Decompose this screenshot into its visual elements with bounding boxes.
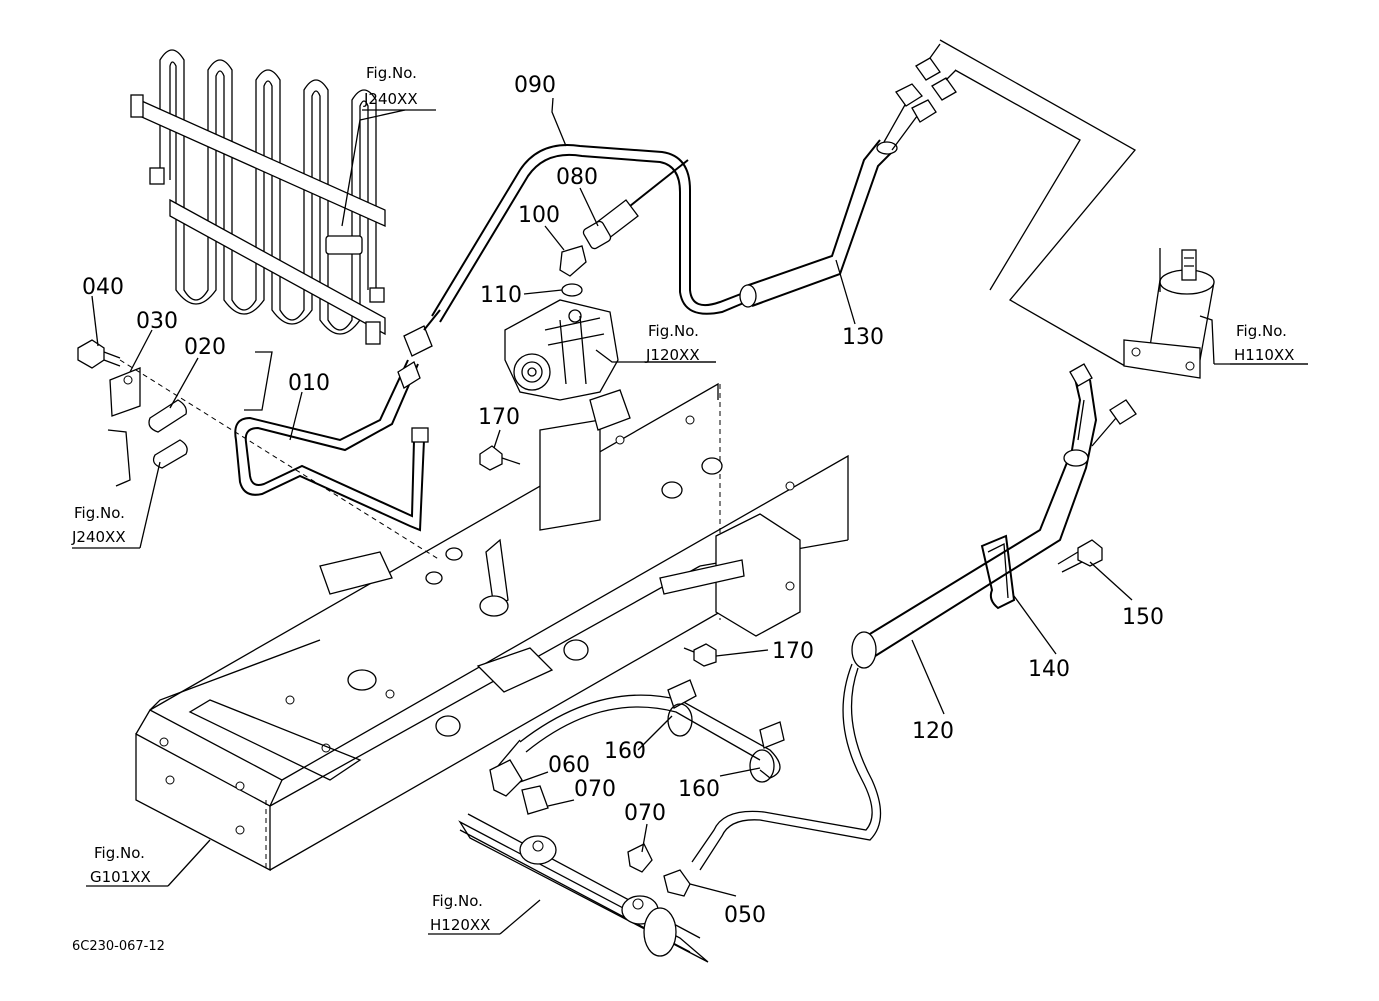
callout-120: 120 xyxy=(912,719,954,744)
callout-010: 010 xyxy=(288,371,330,396)
fig-ref-h110-prefix: Fig.No. xyxy=(1236,322,1287,340)
callout-070b: 070 xyxy=(624,801,666,826)
fig-ref-j240-top-code: J240XX xyxy=(363,90,418,108)
motor-assembly xyxy=(1123,248,1215,379)
callout-040: 040 xyxy=(82,275,124,300)
pump-assembly xyxy=(504,299,619,401)
fig-ref-h120-code: H120XX xyxy=(430,916,490,934)
fig-ref-j120-prefix: Fig.No. xyxy=(648,322,699,340)
callout-020: 020 xyxy=(184,335,226,360)
callout-140: 140 xyxy=(1028,657,1070,682)
callout-110: 110 xyxy=(480,283,522,308)
hose-160 xyxy=(519,679,785,783)
callout-160b: 160 xyxy=(678,777,720,802)
callout-160a: 160 xyxy=(604,739,646,764)
frame-assembly xyxy=(135,382,849,872)
leader-lines xyxy=(72,97,1308,935)
pipe-010 xyxy=(234,309,441,532)
figure-references: Fig.No. J240XX Fig.No. J240XX Fig.No. J1… xyxy=(71,64,1294,934)
callout-050: 050 xyxy=(724,903,766,928)
hose-130 xyxy=(739,43,957,308)
fig-ref-h110-code: H110XX xyxy=(1234,346,1294,364)
callout-060: 060 xyxy=(548,753,590,778)
clamp-140 xyxy=(980,534,1016,610)
reference-box xyxy=(939,39,1136,367)
callout-170a: 170 xyxy=(478,405,520,430)
condenser-assembly xyxy=(130,49,386,345)
callout-080: 080 xyxy=(556,165,598,190)
hose-050 xyxy=(627,663,882,897)
fig-ref-j120-code: J120XX xyxy=(645,346,700,364)
part-callouts: 040 030 020 010 090 080 100 110 130 170 … xyxy=(82,73,1164,928)
bolt-150 xyxy=(1057,539,1103,573)
hose-090 xyxy=(431,144,747,323)
callout-030: 030 xyxy=(136,309,178,334)
fig-ref-j240-left-code: J240XX xyxy=(71,528,126,546)
fig-ref-j240-top-prefix: Fig.No. xyxy=(366,64,417,82)
callout-170b: 170 xyxy=(772,639,814,664)
callout-150: 150 xyxy=(1122,605,1164,630)
hose-120 xyxy=(851,363,1137,669)
callout-090: 090 xyxy=(514,73,556,98)
fig-ref-j240-left-prefix: Fig.No. xyxy=(74,504,125,522)
callout-100: 100 xyxy=(518,203,560,228)
drawing-number: 6C230-067-12 xyxy=(72,939,165,954)
callout-130: 130 xyxy=(842,325,884,350)
cylinder-assembly xyxy=(458,813,709,963)
fig-ref-h120-prefix: Fig.No. xyxy=(432,892,483,910)
fittings-060-070 xyxy=(489,739,549,815)
fig-ref-g101-code: G101XX xyxy=(90,868,151,886)
bracket-parts xyxy=(77,339,441,561)
callout-070a: 070 xyxy=(574,777,616,802)
fig-ref-g101-prefix: Fig.No. xyxy=(94,844,145,862)
